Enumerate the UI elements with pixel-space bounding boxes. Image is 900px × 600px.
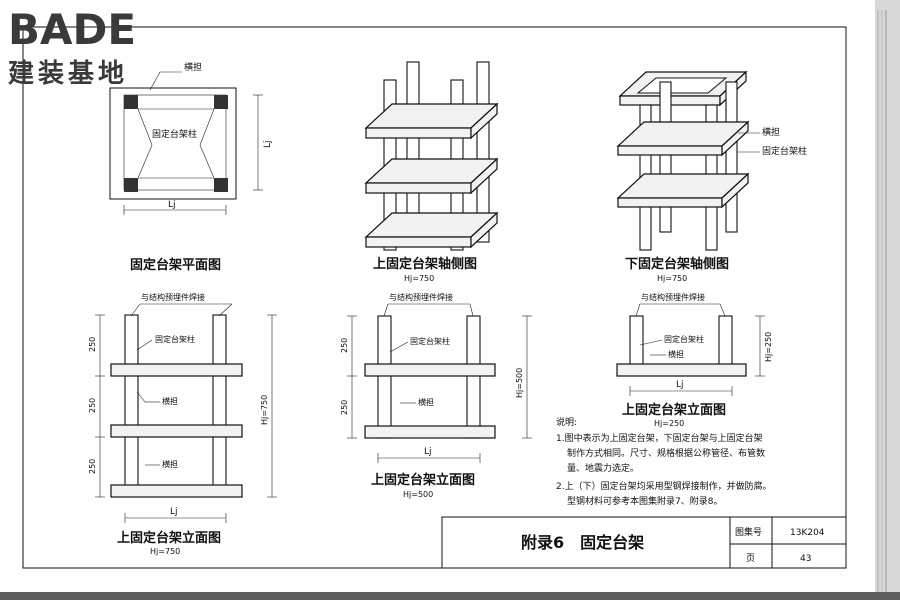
caption-lower-axo-sub: Hj=750 xyxy=(657,274,687,283)
hengdan-label: 横担 xyxy=(162,459,178,469)
svg-text:250: 250 xyxy=(340,338,349,353)
hengdan-label: 横担 xyxy=(668,349,684,359)
atlas-label: 图集号 xyxy=(735,526,762,538)
post-section xyxy=(124,178,138,192)
elevation-250: 与结构预埋件焊接 固定台架柱 横担 Hj=250 Lj 上固定台架立面图 Hj=… xyxy=(616,292,773,428)
caption-upper-axo-sub: Hj=750 xyxy=(404,274,434,283)
notes-line: 量、地震力选定。 xyxy=(567,462,639,474)
svg-text:Hj=250: Hj=250 xyxy=(764,332,773,362)
svg-text:Lj: Lj xyxy=(424,447,432,457)
plan-view: 固定台架柱 横担 Lj Lj 固定台架平面图 xyxy=(109,61,273,273)
post-section xyxy=(214,178,228,192)
svg-text:250: 250 xyxy=(88,459,97,474)
post-label: 固定台架柱 xyxy=(410,336,450,346)
weld-label: 与结构预埋件焊接 xyxy=(141,292,205,302)
elevation-750: 与结构预埋件焊接 固定台架柱 横担 横担 250 250 250 Hj=750 … xyxy=(88,292,277,556)
svg-text:建装基地: 建装基地 xyxy=(8,59,128,89)
notes-title: 说明: xyxy=(556,416,577,428)
post-label: 固定台架柱 xyxy=(152,128,197,140)
caption-elevation-250-sub: Hj=250 xyxy=(654,419,684,428)
caption-elevation-250: 上固定台架立面图 xyxy=(622,402,726,418)
post-label: 固定台架柱 xyxy=(155,334,195,344)
notes-line: 1.图中表示为上固定台架，下固定台架与上固定台架 xyxy=(556,432,763,444)
upper-axo-view: 上固定台架轴侧图 Hj=750 xyxy=(364,61,499,283)
title-block: 附录6 固定台架 图集号 13K204 页 43 xyxy=(441,516,847,569)
post-section xyxy=(124,95,138,109)
lj-dim: Lj xyxy=(168,200,176,210)
caption-lower-axo: 下固定台架轴侧图 xyxy=(625,256,729,272)
page-number: 43 xyxy=(800,554,811,564)
weld-label: 与结构预埋件焊接 xyxy=(641,292,705,302)
notes-line: 制作方式相同。尺寸、规格根据公称管径、布管数 xyxy=(567,447,765,459)
elevation-500: 与结构预埋件焊接 固定台架柱 横担 250 250 Hj=500 Lj 上固定台… xyxy=(340,292,532,499)
notes-line: 2.上（下）固定台架均采用型钢焊接制作，并做防腐。 xyxy=(556,480,772,492)
caption-elevation-750: 上固定台架立面图 xyxy=(117,530,221,546)
drawing-frame xyxy=(22,26,847,569)
bade-logo: BADE 建装基地 xyxy=(8,5,136,89)
caption-elevation-500: 上固定台架立面图 xyxy=(371,472,475,488)
title-block-title: 附录6 固定台架 xyxy=(521,533,644,552)
svg-text:250: 250 xyxy=(88,337,97,352)
notes: 说明: 1.图中表示为上固定台架，下固定台架与上固定台架 制作方式相同。尺寸、规… xyxy=(556,416,772,507)
lower-axo-view: 横担 固定台架柱 下固定台架轴侧图 Hj=750 xyxy=(616,70,807,283)
lj-dim-vertical: Lj xyxy=(263,140,273,148)
page-label: 页 xyxy=(746,553,755,564)
weld-label: 与结构预埋件焊接 xyxy=(389,292,453,302)
caption-upper-axo: 上固定台架轴侧图 xyxy=(373,256,477,272)
hengdan-label: 横担 xyxy=(418,397,434,407)
hengdan-label: 横担 xyxy=(184,61,202,73)
caption-elevation-500-sub: Hj=500 xyxy=(403,490,433,499)
svg-text:Lj: Lj xyxy=(170,507,178,517)
svg-text:Hj=500: Hj=500 xyxy=(515,368,524,398)
page-edge xyxy=(875,0,900,592)
svg-text:250: 250 xyxy=(88,398,97,413)
caption-plan: 固定台架平面图 xyxy=(130,257,221,273)
post-section xyxy=(214,95,228,109)
post-label: 固定台架柱 xyxy=(664,334,704,344)
hengdan-label: 横担 xyxy=(762,126,780,138)
caption-elevation-750-sub: Hj=750 xyxy=(150,547,180,556)
svg-text:Lj: Lj xyxy=(676,380,684,390)
hengdan-label: 横担 xyxy=(162,396,178,406)
svg-text:Hj=750: Hj=750 xyxy=(260,395,269,425)
svg-text:250: 250 xyxy=(340,400,349,415)
atlas-number: 13K204 xyxy=(790,528,825,538)
post-label: 固定台架柱 xyxy=(762,145,807,157)
notes-line: 型钢材料可参考本图集附录7、附录8。 xyxy=(567,495,722,507)
svg-text:BADE: BADE xyxy=(8,5,136,54)
